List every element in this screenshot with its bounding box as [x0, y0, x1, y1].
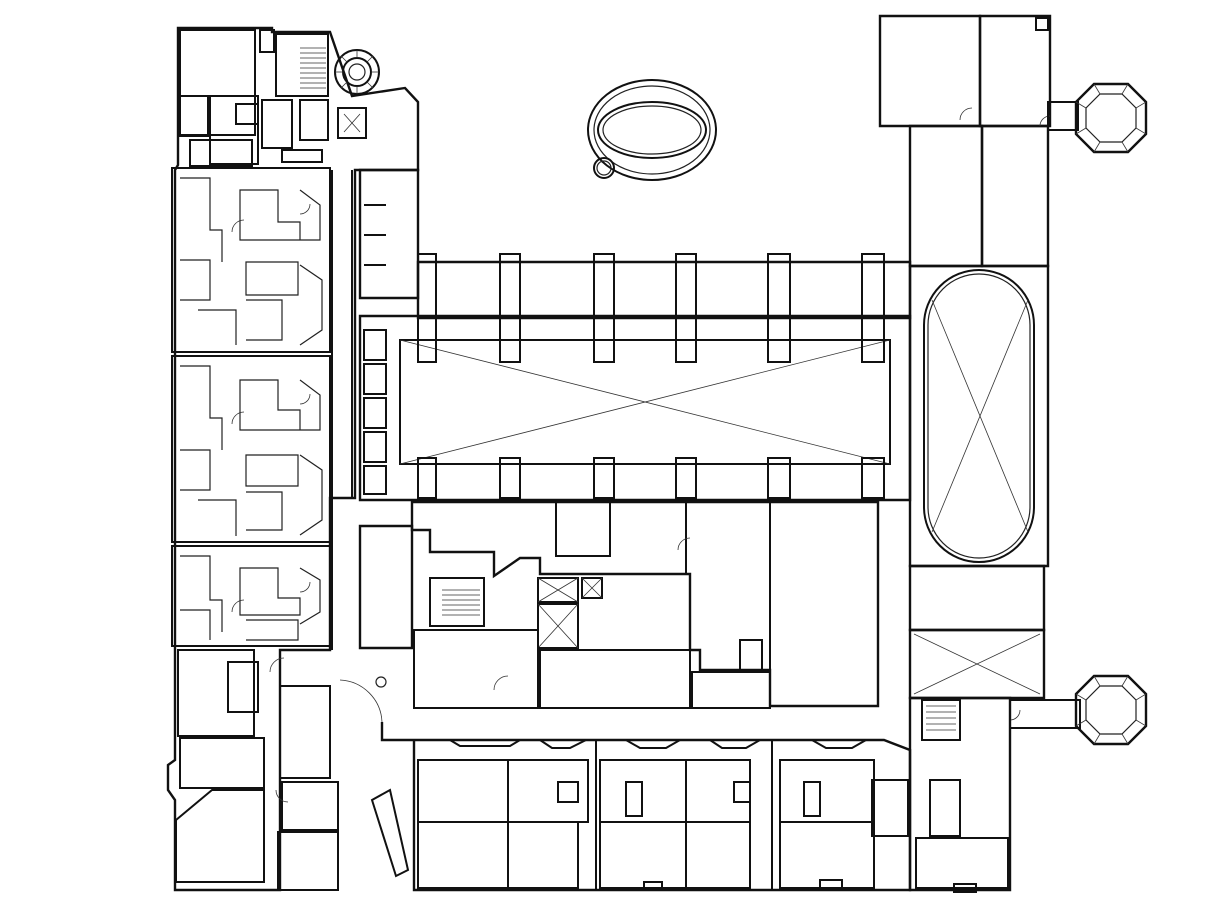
room [278, 832, 338, 890]
south-units [418, 760, 874, 888]
side-room [360, 170, 418, 298]
closet [236, 104, 258, 124]
room [190, 140, 252, 166]
north-tower [1048, 84, 1146, 152]
room [300, 100, 328, 140]
hall-void [400, 340, 890, 464]
east-wing [872, 16, 1050, 890]
room [178, 650, 254, 736]
tower-connector [1048, 102, 1078, 130]
elevator [538, 604, 578, 648]
room [872, 780, 908, 836]
spiral-stair-inner [343, 58, 371, 86]
room [540, 650, 690, 708]
great-hall [360, 316, 910, 500]
room [210, 96, 258, 164]
unit-block [172, 356, 330, 542]
elevator [338, 108, 366, 138]
unit-block [172, 168, 330, 352]
room [556, 502, 610, 556]
room [280, 686, 330, 778]
stair-small [740, 640, 762, 670]
south-wing [372, 722, 976, 892]
southeast-block [910, 698, 1010, 890]
corridor-room [982, 126, 1048, 266]
fountain-column [594, 158, 614, 178]
stair-treads [300, 48, 326, 88]
south-bay-windows [450, 740, 976, 892]
room [260, 30, 274, 52]
room [916, 838, 1008, 888]
room [180, 30, 255, 135]
service-envelope [412, 502, 878, 706]
west-wing [168, 28, 418, 890]
fountain-outer [588, 80, 716, 180]
room [910, 566, 1044, 630]
southwest-rooms [176, 650, 338, 890]
oval-track [924, 270, 1034, 562]
unit-block [172, 546, 330, 646]
south-tower [1010, 676, 1146, 744]
room [180, 96, 208, 136]
corridor-room [910, 126, 982, 266]
west-units [172, 168, 330, 646]
room [880, 16, 980, 126]
room [228, 662, 258, 712]
north-arcade [418, 262, 910, 318]
courtyard-fountain [588, 80, 716, 180]
shaft [1036, 18, 1048, 30]
central-block [340, 502, 878, 722]
curved-wall [340, 680, 382, 722]
elevator [538, 578, 578, 602]
room [980, 16, 1050, 126]
stair-treads [442, 590, 480, 615]
oval-hall-room [910, 266, 1048, 566]
room [414, 630, 538, 708]
tower-connector [1010, 700, 1080, 728]
room [692, 672, 770, 708]
column [376, 677, 386, 687]
stair-room [922, 700, 960, 740]
stair-room [430, 578, 484, 626]
shaft [582, 578, 602, 598]
room [262, 100, 292, 148]
room [176, 790, 264, 882]
fountain-basin [598, 102, 706, 158]
north-hall [360, 170, 910, 500]
angled-wall [372, 790, 408, 876]
open-to-below-line [400, 340, 890, 464]
room [360, 526, 412, 648]
room [930, 780, 960, 836]
piers [418, 254, 884, 498]
stair-room [276, 34, 328, 96]
room [282, 782, 338, 830]
room [180, 738, 264, 788]
room [282, 150, 322, 162]
